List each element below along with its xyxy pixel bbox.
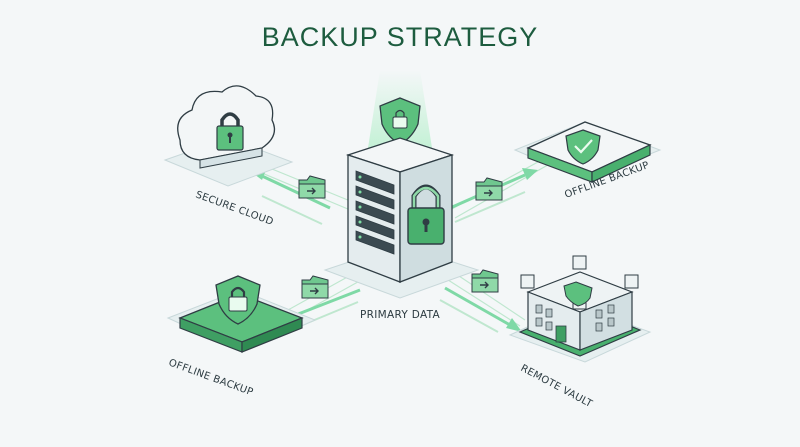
offline-backup-top-node: OFFLINE BACKUP: [513, 121, 662, 201]
diagram-title: BACKUP STRATEGY: [261, 22, 539, 52]
folder-icon: [471, 269, 499, 293]
remote-vault-node: REMOTE VAULT: [508, 255, 652, 410]
shield-icon: [565, 129, 601, 165]
vault-building-icon: [518, 255, 642, 357]
offline-backup-bottom-label: OFFLINE BACKUP: [167, 357, 255, 398]
secure-cloud-label: SECURE CLOUD: [194, 189, 275, 227]
shield-icon: [215, 275, 261, 325]
checkmark-icon: [574, 139, 593, 154]
folder-icon: [301, 275, 329, 299]
primary-data-label: PRIMARY DATA: [360, 309, 441, 321]
secure-cloud-node: SECURE CLOUD: [163, 85, 294, 228]
lock-icon: [407, 184, 445, 245]
remote-vault-label: REMOTE VAULT: [519, 363, 595, 410]
arrow-remote-vault: [439, 286, 522, 333]
lock-icon: [216, 112, 244, 151]
cloud-icon: [177, 85, 276, 169]
offline-backup-bottom-node: OFFLINE BACKUP: [166, 275, 317, 398]
folder-icon: [475, 177, 503, 201]
folder-icon: [298, 175, 326, 199]
primary-data-node: PRIMARY DATA: [323, 70, 480, 321]
